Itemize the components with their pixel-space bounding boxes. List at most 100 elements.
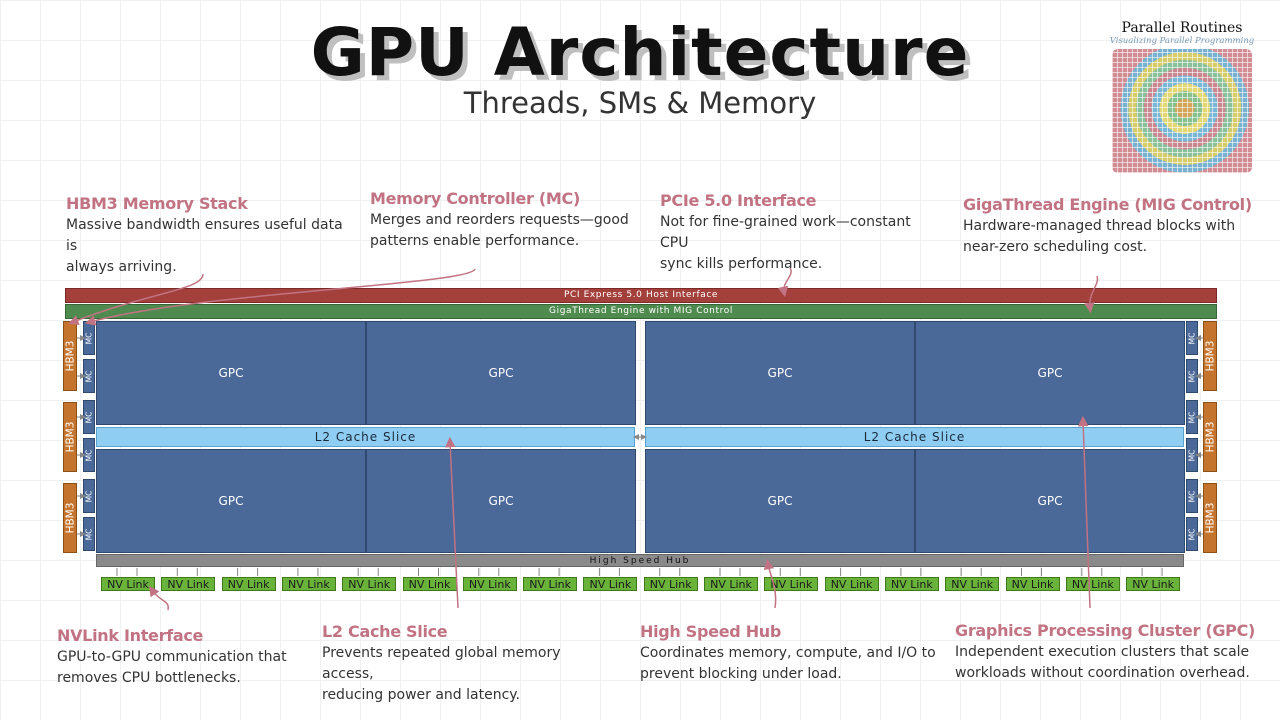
gigathread-engine-bar: GigaThread Engine with MIG Control <box>65 304 1217 319</box>
nvlink-label: NV Link <box>1011 577 1054 591</box>
callout-gpc: Graphics Processing Cluster (GPC) Indepe… <box>955 621 1260 684</box>
nvlink-label: NV Link <box>348 577 391 591</box>
gpc-block: GPC <box>96 321 366 425</box>
callout-hbm: HBM3 Memory Stack Massive bandwidth ensu… <box>66 194 356 278</box>
l2-cache-slice: L2 Cache Slice <box>645 427 1184 447</box>
callout-gpc-title: Graphics Processing Cluster (GPC) <box>955 621 1256 640</box>
nvlink-label: NV Link <box>529 577 571 591</box>
nvlink-block: NV Link <box>462 577 517 591</box>
memory-controller: MC <box>83 479 95 513</box>
callout-nvlink: NVLink Interface GPU-to-GPU communicatio… <box>57 626 307 689</box>
hub-label: High Speed Hub <box>589 555 691 566</box>
nvlink-label: NV Link <box>167 577 210 591</box>
callout-l2-desc-line2: reducing power and latency. <box>322 687 521 703</box>
gpc-label: GPC <box>488 366 514 380</box>
hbm3-label: HBM3 <box>1204 421 1216 453</box>
gpc-block: GPC <box>366 449 636 553</box>
callout-gigathread-title: GigaThread Engine (MIG Control) <box>963 195 1252 214</box>
nvlink-label: NV Link <box>770 577 813 591</box>
callout-l2-desc-line1: Prevents repeated global memory access, <box>322 645 561 682</box>
gpc-block: GPC <box>366 321 636 425</box>
brand-mosaic-image <box>1112 49 1252 173</box>
nvlink-block: NV Link <box>764 577 819 591</box>
callout-gpc-desc-line2: workloads without coordination overhead. <box>955 665 1250 681</box>
hbm3-stack: HBM3 <box>1203 402 1217 472</box>
l2-cache-label: L2 Cache Slice <box>314 430 417 444</box>
callout-gigathread: GigaThread Engine (MIG Control) Hardware… <box>963 195 1253 258</box>
gpc-label: GPC <box>488 494 514 508</box>
gpc-label: GPC <box>1037 366 1063 380</box>
nvlink-block: NV Link <box>1065 577 1120 591</box>
nvlink-block: NV Link <box>824 577 879 591</box>
nvlink-block: NV Link <box>402 577 457 591</box>
gpc-block: GPC <box>915 449 1185 553</box>
nvlink-block: NV Link <box>1126 577 1181 591</box>
mc-label: MC <box>84 411 94 423</box>
callout-nvlink-title: NVLink Interface <box>57 626 204 645</box>
mc-label: MC <box>1187 449 1197 461</box>
hbm3-label: HBM3 <box>1204 340 1216 372</box>
callout-hbm-desc-line1: Massive bandwidth ensures useful data is <box>66 217 343 254</box>
callout-hub-title: High Speed Hub <box>640 622 782 641</box>
memory-controller: MC <box>1186 479 1198 513</box>
callout-gpc-desc-line1: Independent execution clusters that scal… <box>955 644 1250 660</box>
nvlink-block: NV Link <box>281 577 336 591</box>
nvlink-label: NV Link <box>408 577 451 591</box>
callout-nvlink-desc-line1: GPU-to-GPU communication that <box>57 649 287 665</box>
mc-label: MC <box>1187 528 1197 540</box>
high-speed-hub: High Speed Hub <box>96 554 1184 567</box>
nvlink-label: NV Link <box>649 577 692 591</box>
nvlink-label: NV Link <box>891 577 933 591</box>
hbm3-label: HBM3 <box>64 340 76 372</box>
callout-l2-title: L2 Cache Slice <box>322 622 448 641</box>
nvlink-label: NV Link <box>107 577 149 591</box>
callout-hbm-title: HBM3 Memory Stack <box>66 194 248 213</box>
callout-hbm-desc: Massive bandwidth ensures useful data is… <box>66 215 356 278</box>
memory-controller: MC <box>83 438 95 472</box>
brand-tagline: Visualizing Parallel Programming <box>1109 36 1255 46</box>
mc-label: MC <box>1187 411 1197 423</box>
memory-controller: MC <box>1186 438 1198 472</box>
nvlink-label: NV Link <box>710 577 752 591</box>
nvlink-block: NV Link <box>523 577 578 591</box>
nvlink-label: NV Link <box>830 577 873 591</box>
callout-nvlink-desc-line2: removes CPU bottlenecks. <box>57 670 241 686</box>
page-title: GPU Architecture <box>310 14 970 91</box>
callout-pcie-title: PCIe 5.0 Interface <box>660 191 817 210</box>
callout-pcie: PCIe 5.0 Interface Not for fine-grained … <box>660 191 940 275</box>
callout-gpc-desc: Independent execution clusters that scal… <box>955 642 1260 684</box>
callout-hbm-desc-line2: always arriving. <box>66 259 177 275</box>
gpc-block: GPC <box>645 449 915 553</box>
nvlink-label: NV Link <box>227 577 270 591</box>
memory-controller: MC <box>1186 400 1198 434</box>
mc-label: MC <box>84 490 94 502</box>
nvlink-label: NV Link <box>951 577 994 591</box>
nvlink-block: NV Link <box>945 577 1000 591</box>
callout-hub-desc: Coordinates memory, compute, and I/O to … <box>640 643 940 685</box>
gpc-label: GPC <box>767 494 793 508</box>
callout-hub-desc-line2: prevent blocking under load. <box>640 666 842 682</box>
nvlink-block: NV Link <box>884 577 939 591</box>
memory-controller: MC <box>83 321 95 355</box>
callout-l2-desc: Prevents repeated global memory access, … <box>322 643 612 706</box>
mc-label: MC <box>84 528 94 540</box>
gpc-label: GPC <box>767 366 793 380</box>
gpc-block: GPC <box>96 449 366 553</box>
gpc-label: GPC <box>1037 494 1063 508</box>
callout-hub-desc-line1: Coordinates memory, compute, and I/O to <box>640 645 936 661</box>
nvlink-block: NV Link <box>704 577 758 591</box>
hbm3-stack: HBM3 <box>63 402 77 472</box>
nvlink-block: NV Link <box>583 577 638 591</box>
callout-mc-title: Memory Controller (MC) <box>370 189 580 208</box>
memory-controller: MC <box>1186 321 1198 355</box>
callout-mc: Memory Controller (MC) Merges and reorde… <box>370 189 640 252</box>
callout-gigathread-desc-line1: Hardware-managed thread blocks with <box>963 218 1236 234</box>
page-subtitle: Threads, SMs & Memory <box>463 86 817 120</box>
pcie-host-interface-bar: PCI Express 5.0 Host Interface <box>65 288 1217 303</box>
callout-hub: High Speed Hub Coordinates memory, compu… <box>640 622 940 685</box>
mc-label: MC <box>84 370 94 382</box>
callout-pcie-desc: Not for fine-grained work—constant CPU s… <box>660 212 940 275</box>
hbm3-stack: HBM3 <box>63 321 77 391</box>
brand-logo: Parallel Routines Visualizing Parallel P… <box>1106 20 1258 173</box>
memory-controller: MC <box>83 517 95 551</box>
